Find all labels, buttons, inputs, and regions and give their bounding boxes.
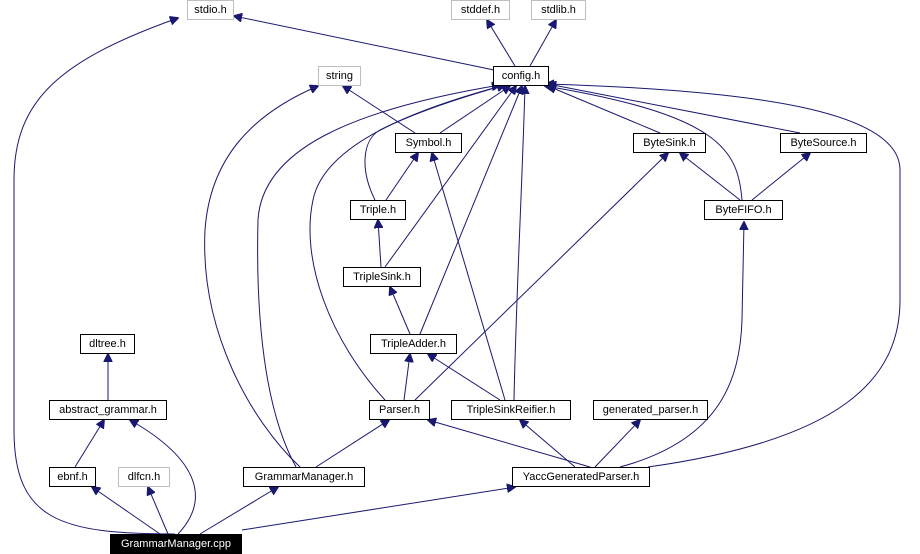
edge-bytefifo-to-bytesink bbox=[680, 153, 741, 201]
edge-parser-to-bytesink bbox=[414, 153, 668, 401]
node-parser-h[interactable]: Parser.h bbox=[369, 400, 430, 420]
edge-bytesink-to-config bbox=[548, 86, 661, 134]
edge-reifier-to-symbol bbox=[432, 153, 506, 401]
edge-ebnf-to-abstract-grammar bbox=[74, 420, 104, 468]
node-config-h[interactable]: config.h bbox=[493, 66, 549, 86]
node-stdio-h[interactable]: stdio.h bbox=[187, 0, 234, 20]
edge-triple-to-symbol bbox=[385, 153, 418, 201]
edge-cpp-to-abstract-grammar bbox=[130, 420, 196, 535]
edge-triplesink-to-triple bbox=[378, 220, 381, 268]
node-tripleadder-h[interactable]: TripleAdder.h bbox=[370, 334, 457, 354]
node-bytesource-h[interactable]: ByteSource.h bbox=[780, 133, 867, 153]
edge-reifier-to-tripleadder bbox=[428, 354, 501, 401]
edge-grammarmanager-to-parser bbox=[315, 420, 389, 468]
edge-cpp-to-grammarmanager-h bbox=[199, 487, 278, 535]
edge-config-to-stddef bbox=[487, 20, 516, 67]
edge-symbol-to-string bbox=[343, 86, 416, 134]
edge-tripleadder-to-config bbox=[419, 86, 522, 335]
node-dltree-h[interactable]: dltree.h bbox=[80, 334, 135, 354]
edge-bytefifo-to-bytesource bbox=[751, 153, 810, 201]
edge-triple-to-config bbox=[364, 85, 505, 201]
edge-cpp-to-dlfcn bbox=[148, 487, 169, 535]
node-grammarmanager-cpp[interactable]: GrammarManager.cpp bbox=[110, 534, 242, 554]
node-bytefifo-h[interactable]: ByteFIFO.h bbox=[704, 200, 783, 220]
edge-yacc-to-config bbox=[546, 84, 901, 468]
node-grammarmanager-h[interactable]: GrammarManager.h bbox=[243, 467, 365, 487]
edge-tripleadder-to-triplesink bbox=[390, 287, 411, 335]
node-string[interactable]: string bbox=[318, 66, 361, 86]
node-stdlib-h[interactable]: stdlib.h bbox=[531, 0, 586, 20]
edge-config-to-stdio bbox=[234, 16, 495, 71]
edge-cpp-to-ebnf bbox=[92, 487, 161, 535]
node-triple-h[interactable]: Triple.h bbox=[350, 200, 406, 220]
edge-grammarmanager-to-string bbox=[204, 86, 318, 468]
node-dlfcn-h[interactable]: dlfcn.h bbox=[118, 467, 170, 487]
edge-reifier-to-config bbox=[513, 86, 525, 401]
node-bytesink-h[interactable]: ByteSink.h bbox=[633, 133, 706, 153]
edge-parser-to-config bbox=[309, 85, 505, 401]
edge-cpp-to-stdio bbox=[13, 18, 178, 535]
edge-yacc-to-parser bbox=[428, 420, 591, 468]
edge-parser-to-tripleadder bbox=[403, 354, 410, 401]
edge-config-to-stdlib bbox=[529, 20, 556, 67]
edge-yacc-to-generated-parser bbox=[594, 420, 640, 468]
node-yaccgeneratedparser-h[interactable]: YaccGeneratedParser.h bbox=[512, 467, 650, 487]
edge-symbol-to-config bbox=[439, 86, 510, 134]
edge-bytesource-to-config bbox=[548, 84, 801, 134]
edge-cpp-to-yaccgeneratedparser bbox=[241, 487, 515, 531]
node-triplesinkreifier-h[interactable]: TripleSinkReifier.h bbox=[451, 400, 571, 420]
edge-grammarmanager-to-config bbox=[257, 85, 500, 468]
edge-yacc-to-triplesinkreifier bbox=[520, 420, 576, 468]
node-generated-parser-h[interactable]: generated_parser.h bbox=[593, 400, 708, 420]
node-abstract-grammar-h[interactable]: abstract_grammar.h bbox=[49, 400, 167, 420]
node-symbol-h[interactable]: Symbol.h bbox=[395, 133, 462, 153]
edge-triplesink-to-config bbox=[384, 86, 516, 268]
node-triplesink-h[interactable]: TripleSink.h bbox=[343, 267, 421, 287]
edge-yacc-to-bytefifo bbox=[619, 222, 744, 468]
node-stddef-h[interactable]: stddef.h bbox=[451, 0, 510, 20]
edge-bytefifo-to-config bbox=[545, 86, 743, 201]
node-ebnf-h[interactable]: ebnf.h bbox=[49, 467, 96, 487]
